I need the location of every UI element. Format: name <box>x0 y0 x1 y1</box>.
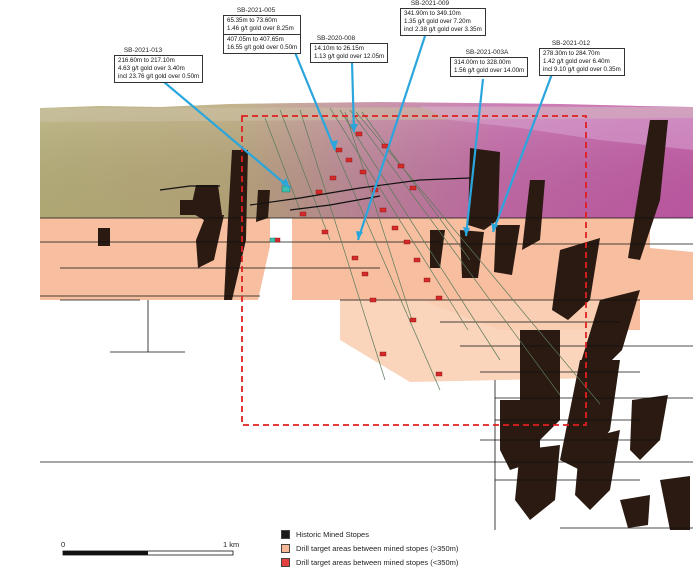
historic-stopes <box>98 120 690 530</box>
legend: Historic Mined Stopes Drill target areas… <box>281 527 458 569</box>
callout-line: 407.05m to 407.65m <box>224 34 301 44</box>
callout-line: 1.42 g/t gold over 6.40m <box>543 58 610 65</box>
scale-bar <box>62 550 234 556</box>
callout-sb-2021-005: 65.35m to 73.60m 1.46 g/t gold over 8.25… <box>223 15 302 54</box>
hole-label-sb-2020-008: SB-2020-008 <box>316 35 356 42</box>
legend-label: Historic Mined Stopes <box>296 529 369 539</box>
callout-line: 1.46 g/t gold over 8.25m <box>227 25 294 32</box>
hole-label-sb-2021-013: SB-2021-013 <box>123 47 163 54</box>
callout-line: 16.55 g/t gold over 0.50m <box>227 44 298 51</box>
legend-swatch-icon <box>281 543 290 553</box>
drifts <box>159 177 471 211</box>
legend-swatch-icon <box>281 529 290 539</box>
callout-line: 314.00m to 328.00m <box>454 59 511 66</box>
callout-arrowheads <box>281 124 498 240</box>
hole-label-sb-2021-009: SB-2021-009 <box>410 0 450 7</box>
hole-label-sb-2021-005: SB-2021-005 <box>236 7 276 14</box>
callout-sb-2020-008: 14.10m to 26.15m 1.13 g/t gold over 12.0… <box>310 43 389 63</box>
intercepts <box>269 131 443 377</box>
legend-swatch-icon <box>281 557 290 567</box>
callout-sb-2021-012: 278.30m to 284.70m 1.42 g/t gold over 6.… <box>539 48 625 76</box>
hole-label-sb-2021-003a: SB-2021-003A <box>465 49 509 56</box>
callout-line: 341.90m to 349.10m <box>404 10 461 17</box>
callout-leaders <box>163 35 554 241</box>
callout-line: 4.63 g/t gold over 3.40m <box>118 65 185 72</box>
callout-line: 14.10m to 26.15m <box>314 45 364 52</box>
drill-traces <box>264 107 601 405</box>
legend-item-deep-targets: Drill target areas between mined stopes … <box>281 541 458 555</box>
callout-sb-2021-013: 216.60m to 217.10m 4.63 g/t gold over 3.… <box>114 55 204 83</box>
callout-line: 278.30m to 284.70m <box>543 50 600 57</box>
legend-item-shallow-targets: Drill target areas between mined stopes … <box>281 555 458 569</box>
scale-start-label: 0 <box>61 540 66 549</box>
callout-line: 216.60m to 217.10m <box>118 57 175 64</box>
legend-label: Drill target areas between mined stopes … <box>296 557 459 567</box>
callout-line: 65.35m to 73.60m <box>227 17 277 24</box>
legend-item-stopes: Historic Mined Stopes <box>281 527 458 541</box>
scale-end-label: 1 km <box>223 540 240 549</box>
callout-sb-2021-003a: 314.00m to 328.00m 1.56 g/t gold over 14… <box>450 57 529 77</box>
surface-zone <box>40 102 693 218</box>
target-box <box>241 115 587 426</box>
callout-line: 1.56 g/t gold over 14.00m <box>454 67 525 74</box>
callout-line: 1.35 g/t gold over 7.20m <box>404 18 471 25</box>
callout-line: incl 23.76 g/t gold over 0.50m <box>118 73 200 80</box>
callout-line: incl 9.10 g/t gold over 0.35m <box>543 66 621 73</box>
callout-sb-2021-009: 341.90m to 349.10m 1.35 g/t gold over 7.… <box>400 8 486 36</box>
callout-line: incl 2.38 g/t gold over 3.35m <box>404 26 482 33</box>
hole-label-sb-2021-012: SB-2021-012 <box>551 40 591 47</box>
legend-label: Drill target areas between mined stopes … <box>296 543 459 553</box>
callout-line: 1.13 g/t gold over 12.05m <box>314 53 385 60</box>
